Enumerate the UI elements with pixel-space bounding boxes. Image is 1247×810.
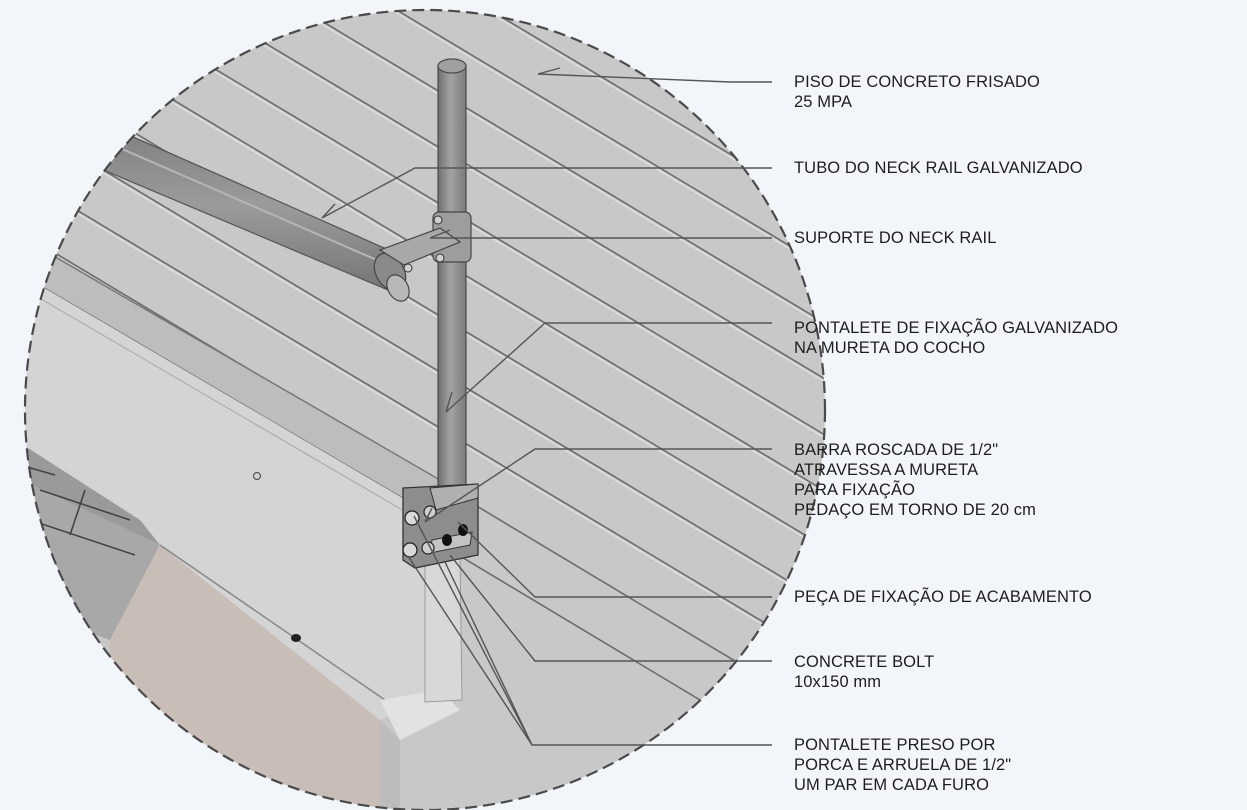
- neck-rail-support: [378, 227, 462, 266]
- detail-circle-content: [25, 10, 825, 810]
- callout-barra-roscada: BARRA ROSCADA DE 1/2" ATRAVESSA A MURETA…: [794, 441, 1037, 519]
- callout-piso: PISO DE CONCRETO FRISADO 25 MPA: [794, 73, 1040, 111]
- callout-tubo: TUBO DO NECK RAIL GALVANIZADO: [794, 159, 1083, 177]
- plate-bolt: [404, 510, 420, 526]
- wall-hole: [252, 471, 262, 481]
- leader-lines: [321, 67, 772, 746]
- bolt-hole: [291, 634, 301, 642]
- callout-concrete-bolt: CONCRETE BOLT 10x150 mm: [794, 653, 935, 691]
- post-top-cap: [437, 58, 467, 74]
- cross-marks: [25, 464, 136, 556]
- callout-suporte: SUPORTE DO NECK RAIL: [794, 229, 997, 247]
- callout-peca-fixacao: PEÇA DE FIXAÇÃO DE ACABAMENTO: [794, 588, 1092, 606]
- callout-pontalete-fixacao: PONTALETE DE FIXAÇÃO GALVANIZADO NA MURE…: [794, 319, 1119, 357]
- vertical-post: [437, 65, 467, 497]
- detail-boundary-circle: [24, 9, 826, 810]
- callout-pontalete-preso: PONTALETE PRESO POR PORCA E ARRUELA DE 1…: [794, 736, 1012, 794]
- wall-top-edge: [25, 225, 440, 520]
